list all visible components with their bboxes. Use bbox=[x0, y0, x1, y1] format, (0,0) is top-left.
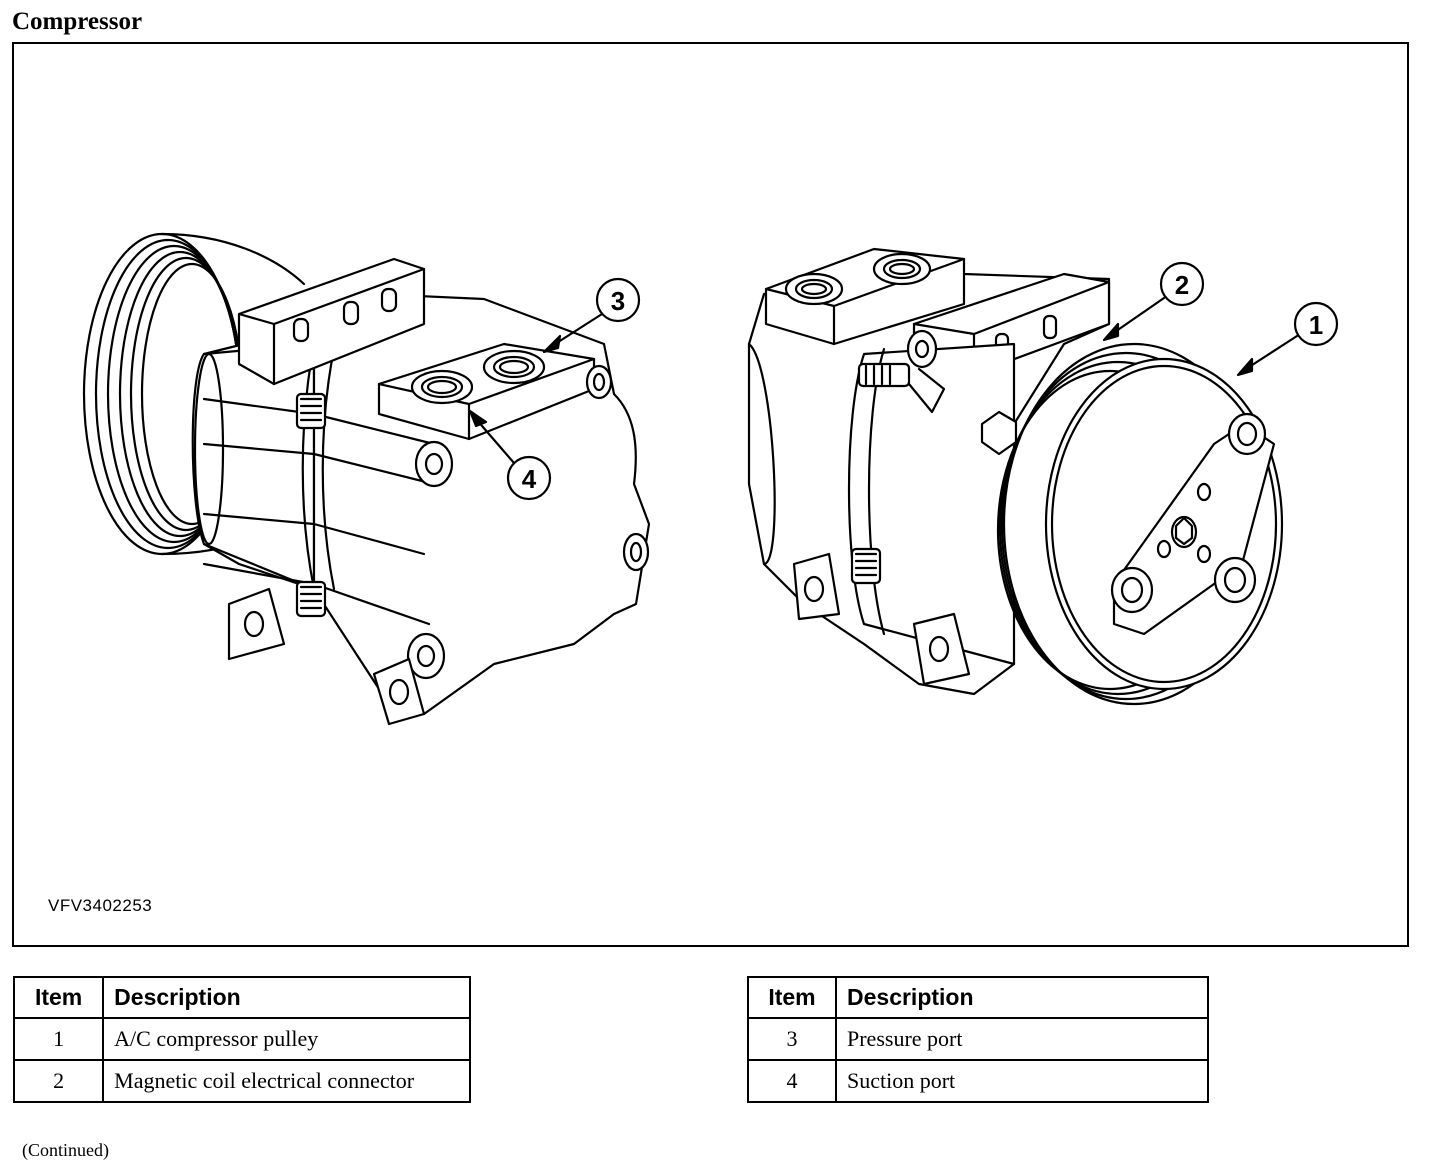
table-row: 2 Magnetic coil electrical connector bbox=[12, 1059, 471, 1103]
column-header-item: Item bbox=[12, 976, 105, 1019]
table-row: 1 A/C compressor pulley bbox=[12, 1017, 471, 1061]
continued-note: (Continued) bbox=[22, 1140, 109, 1160]
figure-frame: 3 4 bbox=[12, 42, 1409, 947]
items-table-right: Item Description 3 Pressure port 4 Sucti… bbox=[747, 976, 1209, 1103]
column-header-description: Description bbox=[102, 976, 471, 1019]
compressor-right-view bbox=[747, 247, 1284, 706]
column-header-description: Description bbox=[835, 976, 1209, 1019]
compressor-illustration: 3 4 bbox=[82, 232, 1339, 726]
item-number: 3 bbox=[747, 1017, 837, 1061]
callout-1: 1 bbox=[1236, 301, 1339, 377]
item-description: Magnetic coil electrical connector bbox=[102, 1059, 471, 1103]
svg-text:3: 3 bbox=[611, 286, 625, 316]
item-description: A/C compressor pulley bbox=[102, 1017, 471, 1061]
item-description: Pressure port bbox=[835, 1017, 1209, 1061]
compressor-left-view bbox=[82, 232, 651, 726]
column-header-item: Item bbox=[747, 976, 837, 1019]
callout-4: 4 bbox=[468, 409, 552, 501]
table-header-row: Item Description bbox=[12, 976, 471, 1019]
callout-2: 2 bbox=[1102, 261, 1205, 342]
callout-3: 3 bbox=[542, 277, 641, 354]
figure-id: VFV3402253 bbox=[48, 896, 153, 915]
item-number: 1 bbox=[12, 1017, 105, 1061]
items-table-left: Item Description 1 A/C compressor pulley… bbox=[12, 976, 471, 1103]
svg-text:1: 1 bbox=[1309, 310, 1323, 340]
item-number: 4 bbox=[747, 1059, 837, 1103]
table-row: 3 Pressure port bbox=[747, 1017, 1209, 1061]
svg-text:4: 4 bbox=[522, 464, 537, 494]
table-row: 4 Suction port bbox=[747, 1059, 1209, 1103]
item-number: 2 bbox=[12, 1059, 105, 1103]
table-header-row: Item Description bbox=[747, 976, 1209, 1019]
pulley-right bbox=[996, 342, 1284, 706]
item-description: Suction port bbox=[835, 1059, 1209, 1103]
page-title: Compressor bbox=[12, 8, 143, 35]
svg-text:2: 2 bbox=[1175, 270, 1189, 300]
